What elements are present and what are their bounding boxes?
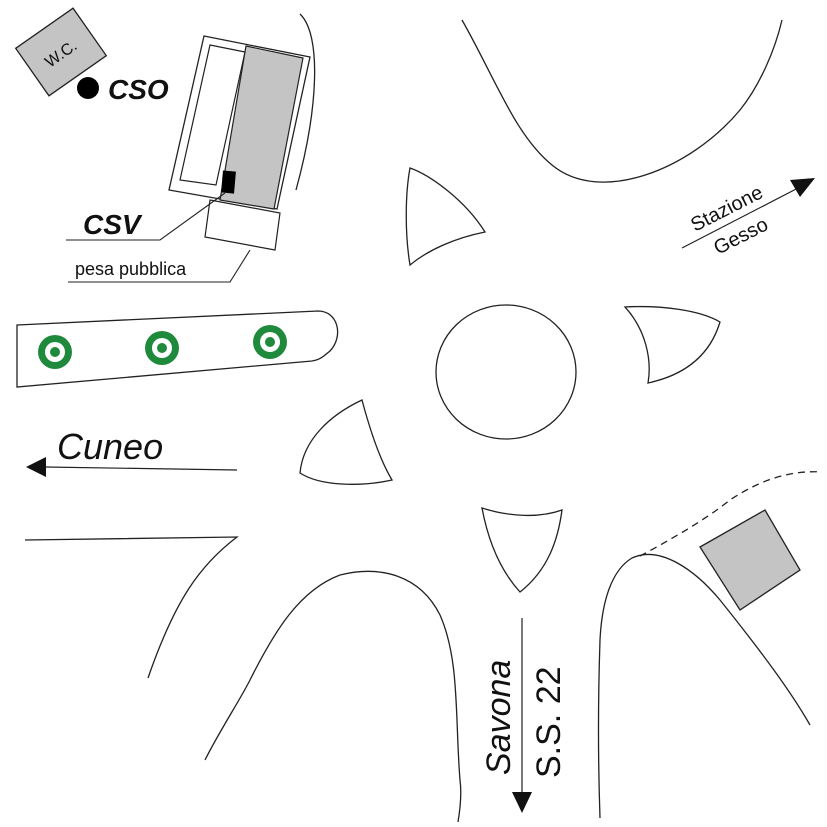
savona-label: Savona bbox=[480, 660, 518, 775]
central-roundabout bbox=[435, 304, 577, 440]
tree-median bbox=[16, 310, 339, 388]
cso-dot-marker bbox=[77, 77, 99, 99]
island-east bbox=[623, 305, 721, 384]
csv-marker bbox=[221, 170, 236, 194]
dashed-path bbox=[639, 471, 823, 557]
road-edge-top-left bbox=[295, 13, 316, 191]
ss22-label: S.S. 22 bbox=[530, 666, 568, 778]
pesa-leader-line bbox=[68, 249, 251, 283]
cuneo-direction-line bbox=[44, 466, 238, 471]
stazione-direction-line bbox=[681, 186, 801, 249]
island-south bbox=[481, 507, 563, 593]
square-building bbox=[699, 509, 801, 611]
station-building bbox=[168, 35, 311, 210]
weighbridge bbox=[204, 199, 281, 251]
tree-icon bbox=[253, 325, 287, 359]
pesa-label: pesa pubblica bbox=[75, 259, 187, 279]
road-edge-bottom-left bbox=[204, 570, 462, 823]
csv-leader-line bbox=[66, 192, 226, 241]
island-west bbox=[299, 399, 394, 485]
cuneo-label: Cuneo bbox=[57, 426, 163, 467]
island-north bbox=[405, 167, 487, 267]
tree-icon bbox=[145, 331, 179, 365]
arrow-head-icon bbox=[512, 792, 532, 813]
road-edge-top-right bbox=[461, 19, 783, 183]
cso-label: CSO bbox=[108, 74, 169, 105]
tree-icon bbox=[38, 335, 72, 369]
wc-building: W.C. bbox=[14, 7, 108, 97]
road-edge-bottom-right bbox=[597, 553, 811, 819]
road-edge-left-bottom bbox=[24, 536, 239, 679]
arrow-head-icon bbox=[26, 457, 46, 477]
csv-label: CSV bbox=[83, 209, 143, 240]
arrow-head-icon bbox=[790, 178, 815, 197]
